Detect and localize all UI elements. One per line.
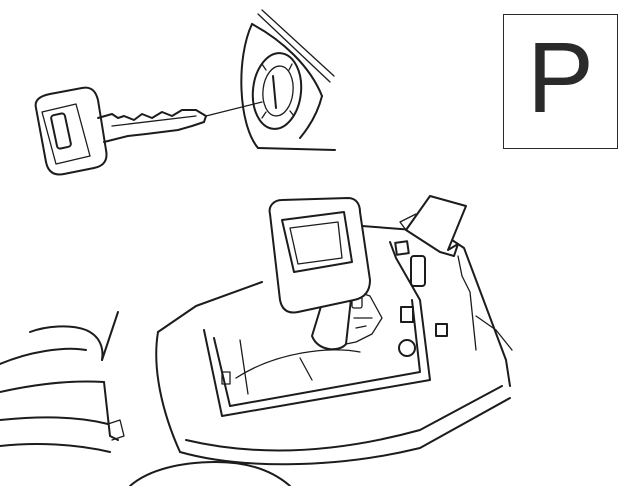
shift-lock-release-tab <box>400 196 466 256</box>
shift-lever-icon <box>270 198 382 349</box>
gear-position-indicator: P <box>503 14 618 149</box>
seat-outline <box>0 312 290 486</box>
gear-letter: P <box>504 23 617 133</box>
ignition-key-icon <box>36 88 262 175</box>
ignition-switch-icon <box>241 10 335 150</box>
